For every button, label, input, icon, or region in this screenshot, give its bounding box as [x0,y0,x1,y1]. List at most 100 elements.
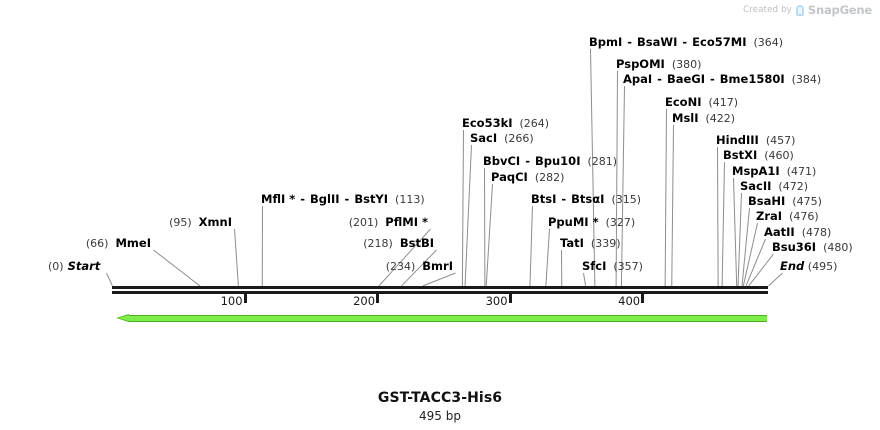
enzyme-site-label[interactable]: BbvCI - Bpu10I (281) [483,155,617,168]
enzyme-leader-line [583,272,587,287]
backbone-rail-top [112,286,768,289]
enzyme-site-label[interactable]: TatI (339) [560,237,621,250]
start-marker-label[interactable]: (0) Start [48,260,100,273]
enzyme-name: Eco53kI [462,116,513,130]
enzyme-leader-line [615,70,618,286]
enzyme-site-label[interactable]: SacI(266) [470,132,534,145]
enzyme-site-label[interactable]: HindIII(457) [716,134,795,147]
enzyme-name: BstXI [723,148,758,162]
enzyme-site-label[interactable]: BtsI - BtsαI (315) [531,193,641,206]
enzyme-name: ZraI [756,209,783,223]
enzyme-name: PaqCI [491,170,528,184]
enzyme-site-position: (66) [85,237,109,250]
enzyme-site-label[interactable]: AatII (478) [764,226,831,239]
enzyme-name-separator: - [557,192,571,206]
enzyme-leader-line [261,205,263,287]
orf-arrow-body [128,315,767,322]
ruler-tick-label: 200 [353,294,376,308]
enzyme-site-label[interactable]: ApaI - BaeGI - Bme1580I(384) [623,73,821,86]
enzyme-name-separator: - [296,192,310,206]
enzyme-name: Bsu36I [772,240,817,254]
end-marker-label[interactable]: End (495) [780,260,837,273]
enzyme-name: BtsI [531,192,557,206]
enzyme-name: BstBI [399,236,434,250]
enzyme-name-separator: - [653,72,666,86]
enzyme-leader-line [671,124,674,286]
enzyme-site-label[interactable]: MspA1I(471) [732,165,816,178]
enzyme-site-position: (315) [611,193,642,206]
ruler-tick-label: 100 [220,294,243,308]
enzyme-leader-line [422,272,456,287]
enzyme-name: MflI * [261,192,296,206]
enzyme-site-label[interactable]: SacII(472) [740,180,808,193]
enzyme-site-label[interactable]: BsaHI(475) [748,195,822,208]
enzyme-name-separator: - [521,154,534,168]
orf-arrowhead [116,314,129,322]
enzyme-site-position: (457) [765,134,796,147]
enzyme-site-position: (380) [671,58,702,71]
enzyme-name: AatII [764,225,795,239]
enzyme-site-label[interactable]: Eco53kI(264) [462,117,549,130]
enzyme-site-position: (218) [363,237,393,250]
watermark-brand-label: SnapGene [807,3,872,17]
enzyme-leader-line [153,249,201,287]
enzyme-leader-line [529,205,533,287]
enzyme-site-position: (364) [753,36,784,49]
enzyme-site-position: (476) [789,210,819,223]
enzyme-site-label[interactable]: (95)XmnI [169,216,232,229]
enzyme-site-position: (201) [348,216,379,229]
enzyme-site-position: (281) [587,155,618,168]
enzyme-site-position: (417) [708,96,739,109]
start-leader-line [106,272,113,287]
enzyme-name: BbvCI [483,154,521,168]
sequence-backbone [112,286,768,294]
enzyme-site-label[interactable]: BstXI (460) [723,149,794,162]
enzyme-leader-line [461,129,464,286]
enzyme-site-label[interactable]: PaqCI(282) [491,171,564,184]
enzyme-name: PpuMI * [548,215,599,229]
enzyme-site-label[interactable]: ZraI (476) [756,210,819,223]
orf-arrow[interactable] [116,314,767,324]
enzyme-name: BstYI [354,192,389,206]
enzyme-site-position: (478) [801,226,832,239]
enzyme-name: PflMI * [385,215,428,229]
enzyme-leader-line [737,192,742,287]
end-leader-line [768,272,783,287]
terminus-position: (0) [48,260,64,273]
enzyme-site-label[interactable]: (218) BstBI [363,237,434,250]
enzyme-site-position: (357) [613,260,643,273]
enzyme-leader-line [721,161,725,287]
enzyme-site-position: (460) [764,149,794,162]
enzyme-name: Bpu10I [535,154,581,168]
enzyme-name: TatI [560,236,584,250]
enzyme-site-label[interactable]: SfcI(357) [582,260,643,273]
enzyme-site-position: (339) [590,237,621,250]
enzyme-site-position: (266) [504,132,534,145]
enzyme-site-position: (480) [823,241,853,254]
enzyme-site-label[interactable]: Bsu36I (480) [772,241,853,254]
enzyme-name: Bme1580I [719,72,785,86]
construct-length: 495 bp [419,409,461,423]
enzyme-site-label[interactable]: (234)BmrI [386,260,453,273]
watermark-created-label: Created by [743,5,792,15]
enzyme-site-label[interactable]: (201) PflMI * [349,216,428,229]
enzyme-name: EcoNI [665,95,702,109]
enzyme-name: BtsαI [571,192,605,206]
enzyme-site-label[interactable]: MslI(422) [672,112,735,125]
enzyme-leader-line [484,167,486,287]
enzyme-site-position: (422) [705,112,736,125]
snapgene-watermark: Created by SnapGene [743,3,872,17]
enzyme-name: MmeI [115,236,151,250]
enzyme-name: BmrI [422,259,453,273]
enzyme-site-label[interactable]: PspOMI(380) [616,58,701,71]
terminus-name: Start [63,259,101,273]
enzyme-name-separator: - [340,192,354,206]
enzyme-site-label[interactable]: EcoNI (417) [665,96,738,109]
enzyme-site-label[interactable]: MflI * - BglII - BstYI(113) [261,193,425,206]
enzyme-site-label[interactable]: (66) MmeI [86,237,151,250]
enzyme-site-label[interactable]: BpmI - BsaWI - Eco57MI(364) [589,36,783,49]
enzyme-leader-line [561,249,563,287]
enzyme-site-label[interactable]: PpuMI *(327) [548,216,635,229]
enzyme-name: Eco57MI [692,35,747,49]
